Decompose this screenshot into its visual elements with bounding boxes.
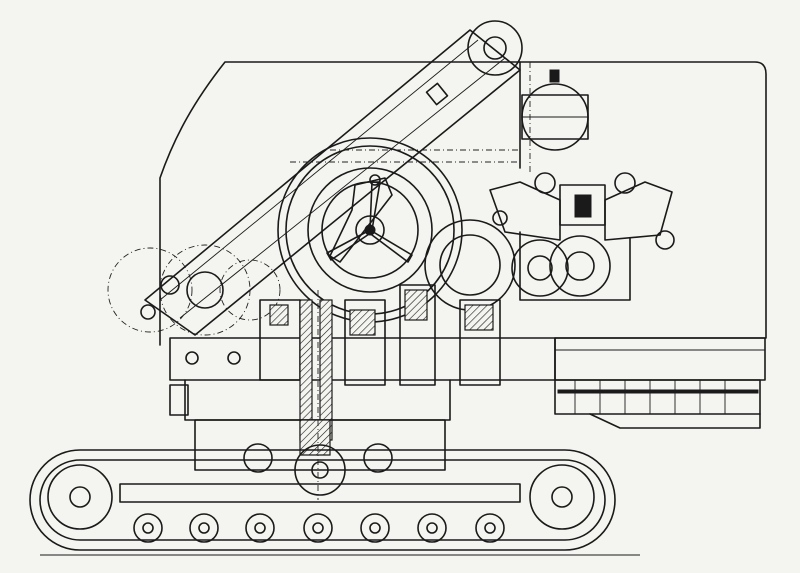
gearbox [169, 284, 766, 441]
road-wheel [475, 513, 505, 543]
turntable-frame [184, 379, 451, 496]
road-wheel [303, 513, 333, 543]
road-wheel [360, 513, 390, 543]
side-conveyor [554, 379, 761, 429]
road-wheels [133, 513, 505, 543]
gear-train [107, 219, 611, 336]
cab-housing [159, 61, 767, 346]
road-wheel [417, 513, 447, 543]
engine-block [489, 172, 675, 301]
road-wheel [245, 513, 275, 543]
cable-drum [519, 61, 589, 175]
road-wheel [189, 513, 219, 543]
road-wheel [133, 513, 163, 543]
crawler-track [29, 449, 640, 556]
